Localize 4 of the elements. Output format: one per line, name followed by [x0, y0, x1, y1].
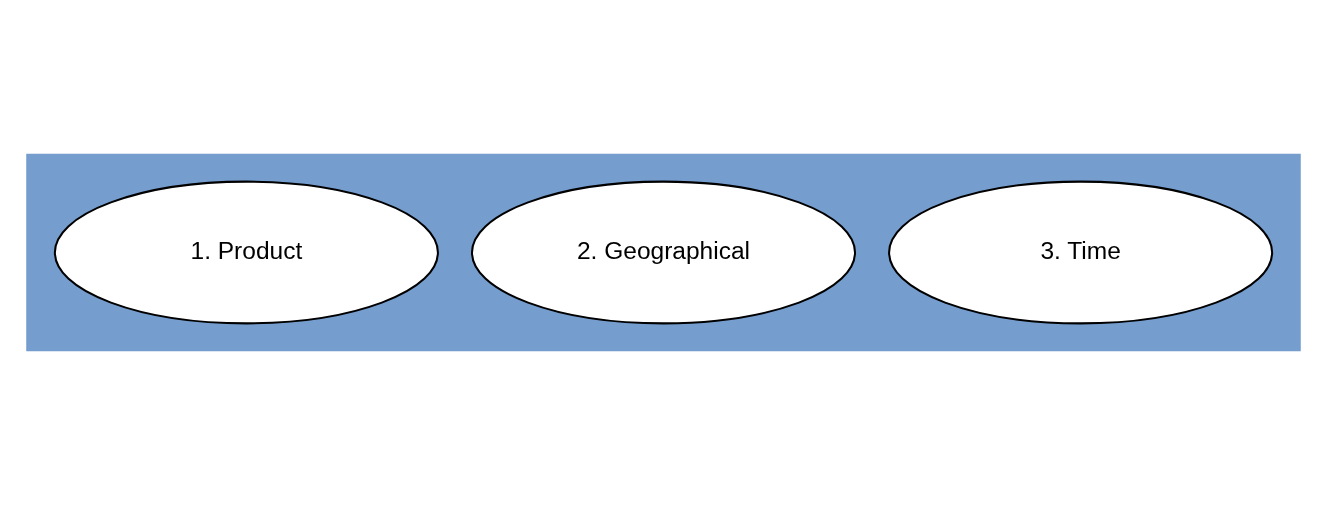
cluster [26, 153, 1301, 352]
node-ellipse: 1. Product [53, 180, 439, 325]
node-ellipse: 3. Time [888, 180, 1274, 325]
node-ellipse: 2. Geographical [470, 180, 857, 325]
